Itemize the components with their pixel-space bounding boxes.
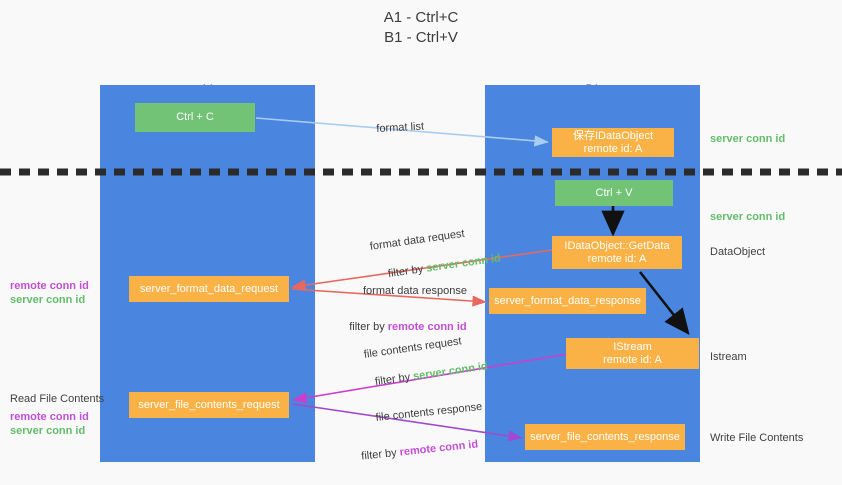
label-remote-conn-id-mid: remote conn id <box>10 280 89 292</box>
box-ctrl-v[interactable]: Ctrl + V <box>555 180 673 206</box>
box-server-file-contents-request[interactable]: server_file_contents_request <box>129 392 289 418</box>
box-ctrl-c[interactable]: Ctrl + C <box>135 103 255 132</box>
filter-key-remote-conn-id-1: remote conn id <box>387 321 467 333</box>
box-server-file-contents-response[interactable]: server_file_contents_response <box>525 424 685 450</box>
filter-prefix-2: filter by <box>349 321 388 333</box>
label-server-conn-id-left-low: server conn id <box>10 425 86 437</box>
box-save-idataobject[interactable]: 保存IDataObject remote id: A <box>552 128 674 157</box>
label-server-conn-id-top: server conn id <box>710 133 786 145</box>
label-remote-conn-id-low: remote conn id <box>10 411 89 423</box>
label-server-conn-id-left-mid: server conn id <box>10 294 86 306</box>
box-getdata[interactable]: IDataObject::GetData remote id: A <box>552 236 682 269</box>
edge-label-format-data-response: format data response <box>363 285 467 297</box>
filter-prefix-3: filter by <box>374 370 415 389</box>
label-istream: Istream <box>710 351 747 363</box>
label-write-file-contents: Write File Contents <box>710 432 804 444</box>
box-server-format-data-response[interactable]: server_format_data_response <box>489 288 646 314</box>
box-server-format-data-request[interactable]: server_format_data_request <box>129 276 289 302</box>
edge-label-format-data-response-filter: filter by remote conn id <box>337 306 467 348</box>
edge-label-file-contents-response-filter: filter by remote conn id <box>347 423 480 478</box>
box-istream[interactable]: IStream remote id: A <box>566 338 699 369</box>
label-server-conn-id-mid: server conn id <box>710 211 786 223</box>
filter-prefix-4: filter by <box>360 446 401 463</box>
page-title: A1 - Ctrl+C B1 - Ctrl+V <box>383 9 459 46</box>
label-read-file-contents: Read File Contents <box>10 393 105 405</box>
edge-label-file-contents-response: file contents response <box>375 400 483 424</box>
label-dataobject: DataObject <box>710 246 766 258</box>
filter-key-remote-conn-id-2: remote conn id <box>399 438 479 459</box>
filter-key-server-conn-id-2: server conn id <box>412 360 489 383</box>
filter-prefix-1: filter by <box>387 262 428 281</box>
filter-key-server-conn-id-1: server conn id <box>425 252 502 275</box>
edge-label-format-list: format list <box>376 120 425 135</box>
